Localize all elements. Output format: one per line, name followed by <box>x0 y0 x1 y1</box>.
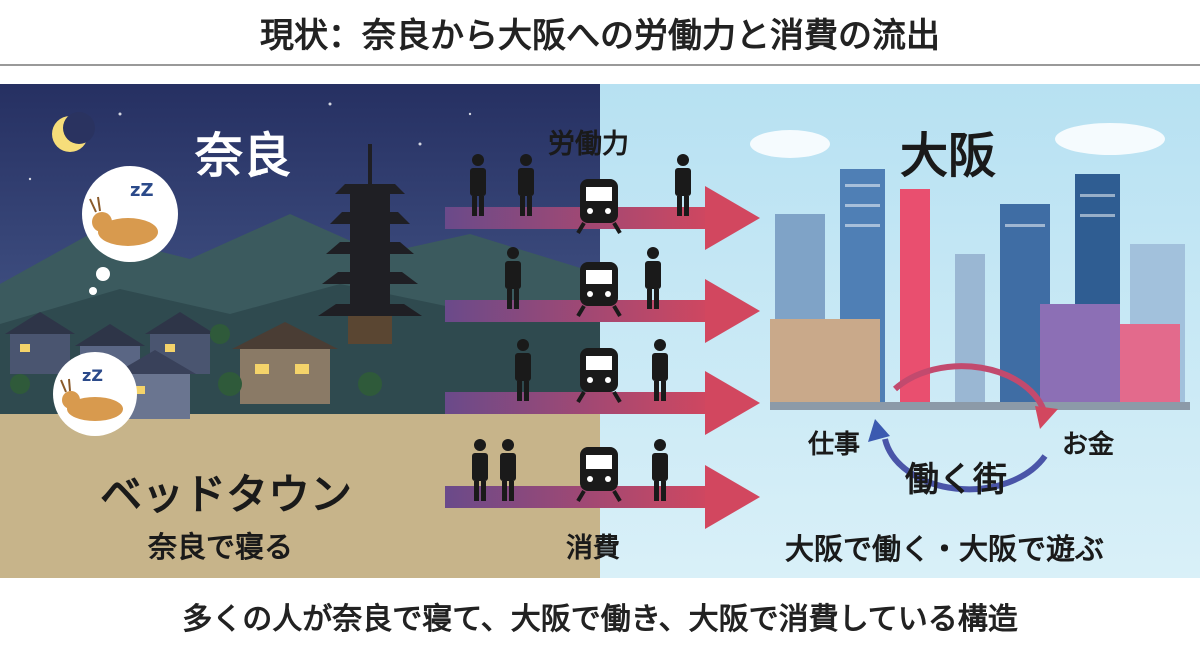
businessman-icon <box>652 339 668 401</box>
deer-icon: zZ <box>53 352 137 436</box>
nara-sleep-label: 奈良で寝る <box>148 530 294 564</box>
skyscraper-icon <box>770 169 1190 410</box>
footer-caption: 多くの人が奈良で寝て、大阪で働き、大阪で消費している構造 <box>182 601 1018 637</box>
cycle-arrow-icon <box>868 363 1058 493</box>
svg-text:zZ: zZ <box>130 180 154 201</box>
scene-svg: zZ zZ <box>0 84 1200 578</box>
page-title: 現状：奈良から大阪への労働力と消費の流出 <box>0 0 1200 66</box>
consumption-label: 消費 <box>566 533 620 564</box>
businessman-icon <box>652 439 668 501</box>
labor-label: 労働力 <box>548 129 629 160</box>
train-icon <box>576 179 622 235</box>
moon-icon <box>52 112 95 152</box>
businessman-icon <box>472 439 488 501</box>
working-town-label: 働く街 <box>905 460 1007 500</box>
businessman-icon <box>505 247 521 309</box>
cycle-money-label: お金 <box>1062 430 1115 460</box>
deer-icon: zZ <box>82 166 178 295</box>
cycle-work-label: 仕事 <box>808 430 861 460</box>
bedtown-label: ベッドタウン <box>100 470 353 519</box>
flow-arrow <box>445 186 760 250</box>
osaka-tagline: 大阪で働く・大阪で遊ぶ <box>785 532 1105 566</box>
businessman-icon <box>515 339 531 401</box>
businessman-icon <box>518 154 534 216</box>
train-icon <box>576 348 622 404</box>
nara-title: 奈良 <box>195 128 292 184</box>
train-icon <box>576 262 622 318</box>
businessman-icon <box>500 439 516 501</box>
illustration-scene: zZ zZ <box>0 84 1200 578</box>
train-icon <box>576 447 622 503</box>
businessman-icon <box>645 247 661 309</box>
pagoda-icon <box>318 144 422 344</box>
businessman-icon <box>675 154 691 216</box>
osaka-title: 大阪 <box>900 128 997 184</box>
svg-text:zZ: zZ <box>82 366 103 385</box>
flow-arrow <box>445 371 760 435</box>
businessman-icon <box>470 154 486 216</box>
